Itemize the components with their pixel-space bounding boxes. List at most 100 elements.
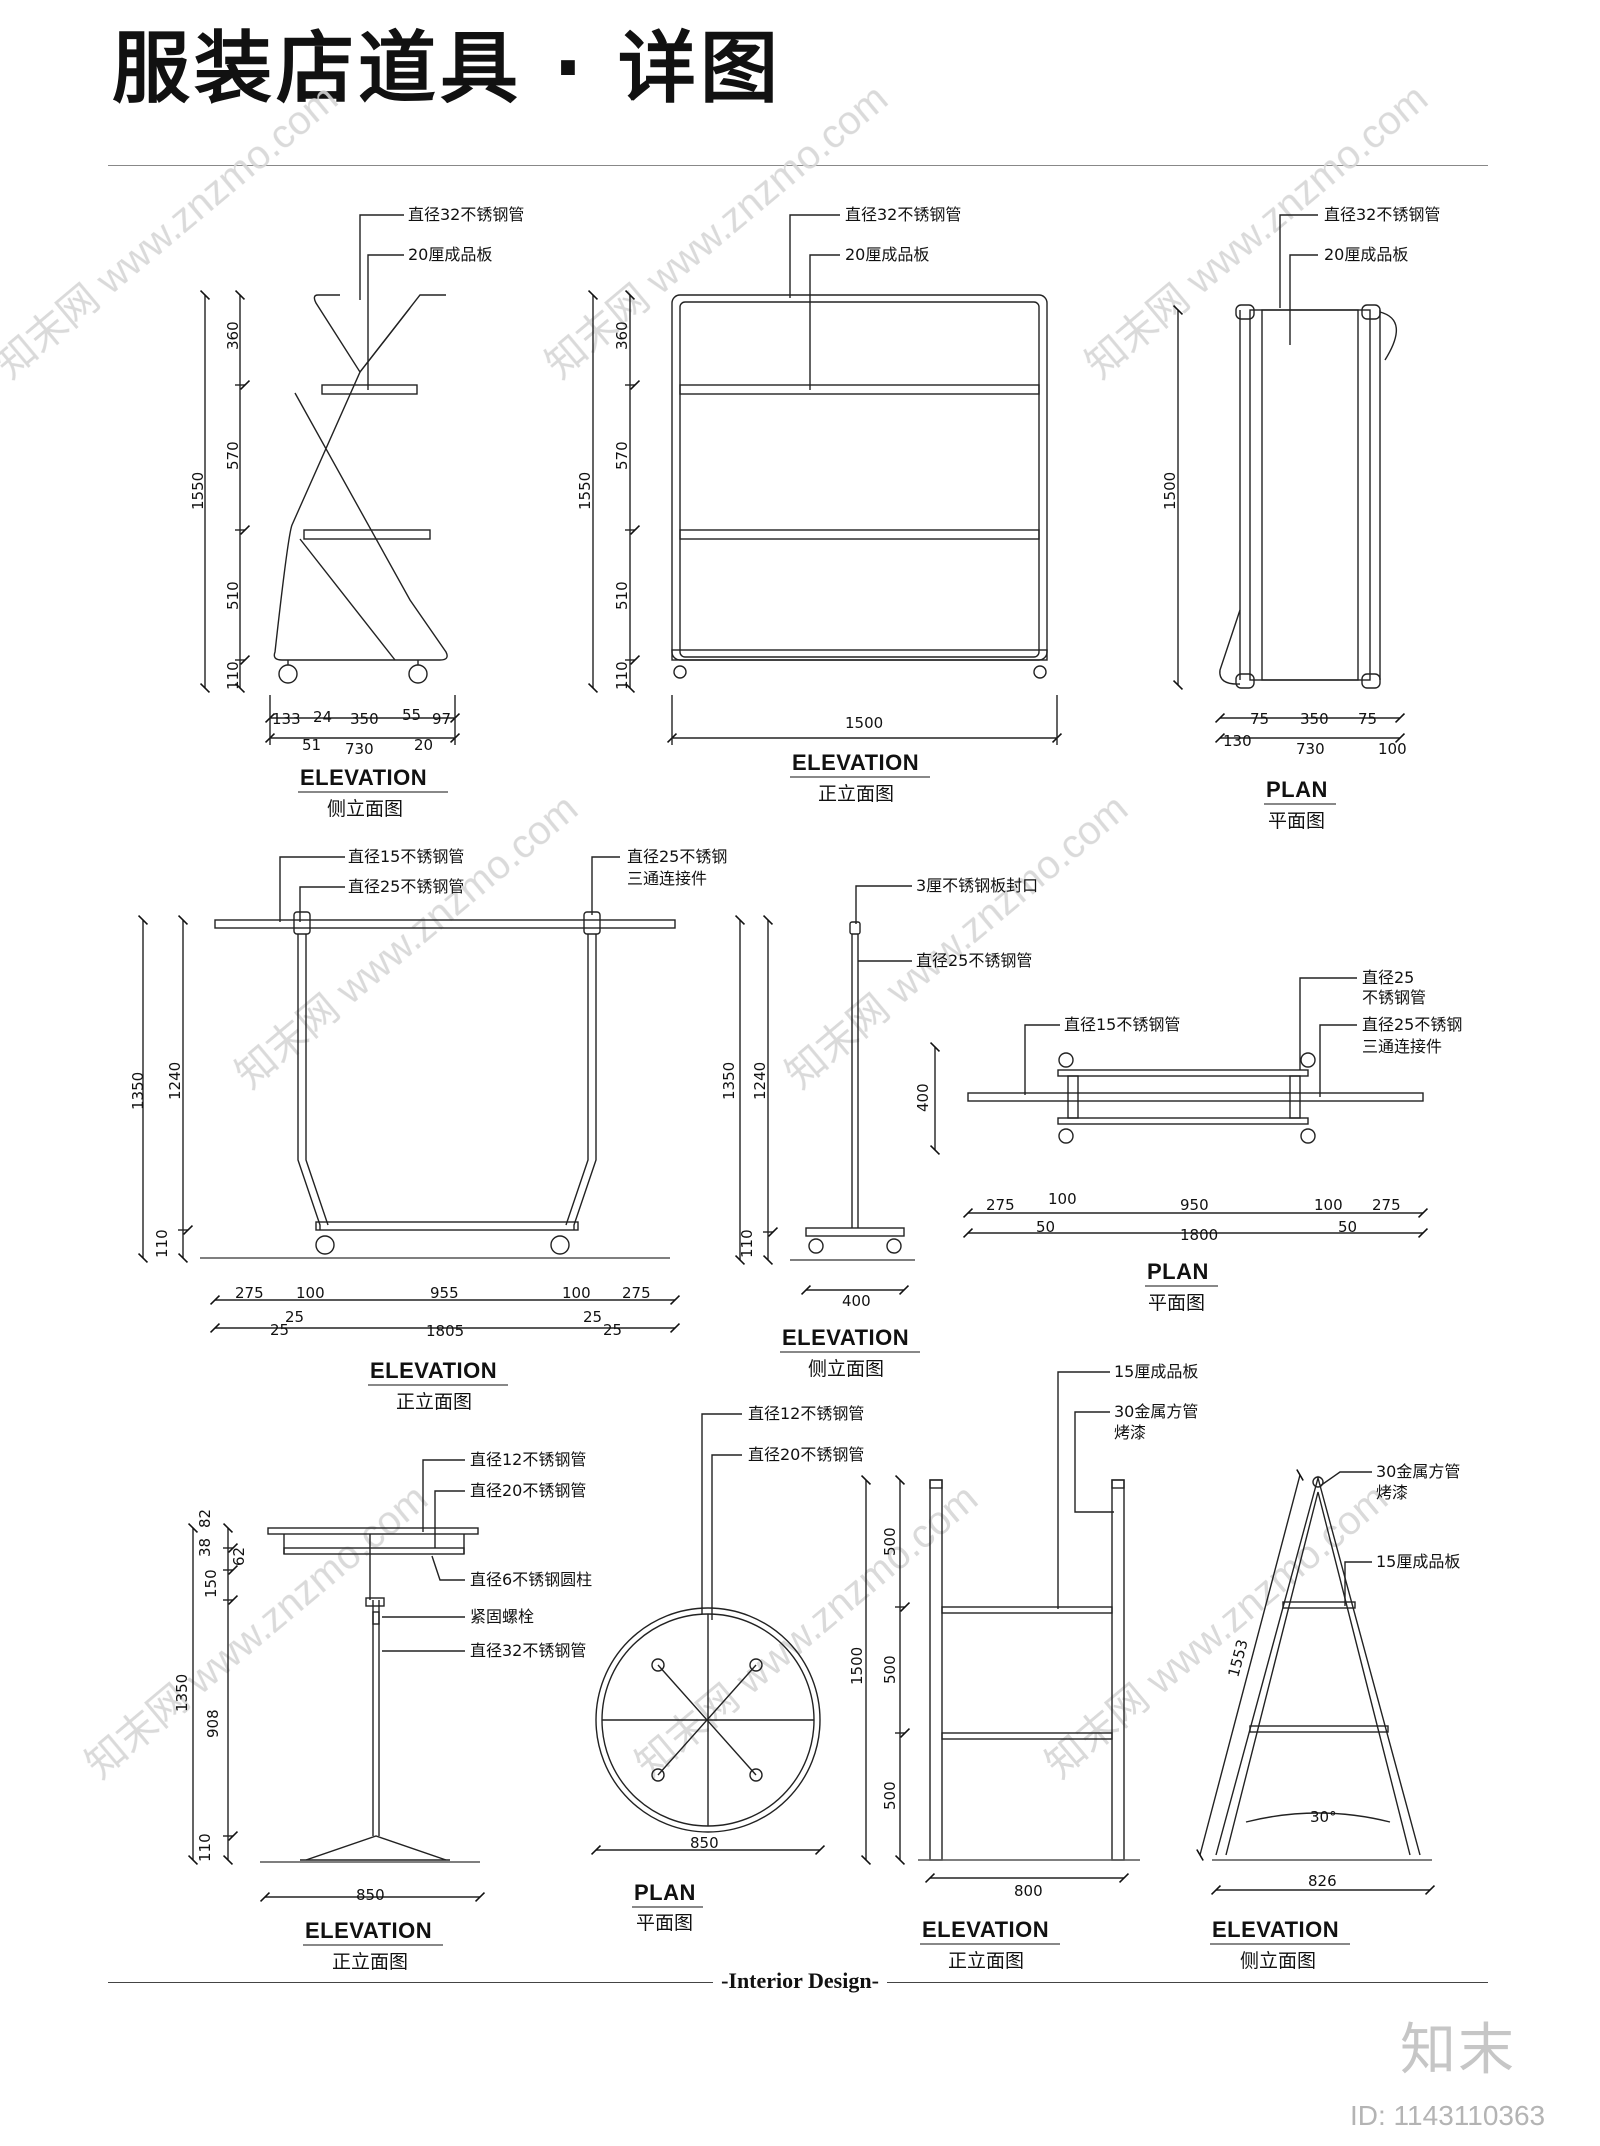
dim-p6: 100 (1048, 1190, 1077, 1208)
dim-p4: 100 (296, 1284, 325, 1302)
label-angle: 30° (1310, 1808, 1337, 1826)
label-pipe32: 直径32不锈钢管 (1324, 205, 1440, 224)
dim-p6: 950 (1180, 1196, 1209, 1214)
caption-cn: 侧立面图 (1240, 1950, 1316, 1972)
dim-p9: 500 (881, 1781, 899, 1810)
dim-p1: 97 (432, 710, 451, 728)
watermark: 知末网 www.znzmo.com (78, 1476, 437, 1787)
caption-en: ELEVATION (922, 1917, 1049, 1942)
dim-p4: 275 (235, 1284, 264, 1302)
caption-en: ELEVATION (370, 1358, 497, 1383)
panel-2-front-elevation (587, 214, 1063, 745)
label-tee25b: 三通连接件 (1362, 1037, 1442, 1056)
dim-p1: 20 (414, 736, 433, 754)
watermark: 知末网 www.znzmo.com (1078, 76, 1437, 387)
label-cap3: 3厘不锈钢板封口 (916, 876, 1038, 895)
dim-p4: 1805 (426, 1322, 464, 1340)
dim-p1: 133 (272, 710, 301, 728)
panel-7-front-elevation (187, 1459, 486, 1903)
label-pipe15: 直径15不锈钢管 (1064, 1015, 1180, 1034)
dim-p7: 82 (196, 1509, 214, 1528)
dim-p6: 1800 (1180, 1226, 1218, 1244)
dim-p9: 500 (881, 1655, 899, 1684)
dim-p1: 570 (224, 441, 242, 470)
label-square30b: 烤漆 (1376, 1483, 1408, 1502)
dim-p5: 1240 (751, 1062, 769, 1100)
caption-en: ELEVATION (1212, 1917, 1339, 1942)
caption-en: ELEVATION (792, 750, 919, 775)
caption-cn: 侧立面图 (808, 1358, 884, 1380)
dim-p6: 275 (1372, 1196, 1401, 1214)
caption-en: ELEVATION (782, 1325, 909, 1350)
dim-p6: 50 (1338, 1218, 1357, 1236)
label-pipe25: 直径25不锈钢管 (348, 877, 464, 896)
watermark: 知末网 www.znzmo.com (0, 76, 346, 387)
dim-p1: 1550 (189, 472, 207, 510)
dim-p6: 275 (986, 1196, 1015, 1214)
dim-p4: 25 (603, 1321, 622, 1339)
label-square30a: 30金属方管 (1114, 1402, 1198, 1421)
dim-p7: 150 (202, 1569, 220, 1598)
dim-p2: 570 (613, 441, 631, 470)
label-square30b: 烤漆 (1114, 1423, 1146, 1442)
panel-6-plan (929, 977, 1429, 1239)
label-pipe20: 直径20不锈钢管 (748, 1445, 864, 1464)
dim-p3: 75 (1250, 710, 1269, 728)
label-pipe32: 直径32不锈钢管 (470, 1641, 586, 1660)
footer-text: -Interior Design- (0, 1968, 1600, 1994)
dim-p5: 110 (738, 1229, 756, 1258)
dim-p4: 25 (285, 1308, 304, 1326)
dim-p1: 350 (350, 710, 379, 728)
page-title: 服装店道具 · 详图 (112, 24, 782, 114)
dim-p5: 400 (842, 1292, 871, 1310)
dim-p7: 38 (196, 1538, 214, 1557)
panel-5-side-elevation (734, 885, 915, 1296)
dim-p10: 826 (1308, 1872, 1337, 1890)
label-square30a: 30金属方管 (1376, 1462, 1460, 1481)
dim-p3: 730 (1296, 740, 1325, 758)
dim-p7: 110 (196, 1833, 214, 1862)
image-id: ID: 1143110363 (1350, 2100, 1546, 2131)
dim-p2: 1500 (845, 714, 883, 732)
dim-p2: 510 (613, 581, 631, 610)
dim-p4: 955 (430, 1284, 459, 1302)
caption-cn: 正立面图 (948, 1950, 1024, 1972)
dim-p7: 62 (230, 1547, 248, 1566)
dim-p1: 24 (313, 708, 332, 726)
watermark: 知末网 www.znzmo.com (778, 786, 1137, 1097)
label-pipe25: 直径25不锈钢管 (916, 951, 1032, 970)
dim-p3: 130 (1223, 732, 1252, 750)
dim-p4: 25 (270, 1321, 289, 1339)
dim-p2: 110 (613, 661, 631, 690)
dim-p3: 75 (1358, 710, 1377, 728)
caption-cn: 侧立面图 (327, 798, 403, 820)
dim-p6: 50 (1036, 1218, 1055, 1236)
panel-8-plan (590, 1413, 826, 1856)
dim-p4: 275 (622, 1284, 651, 1302)
label-rod6: 直径6不锈钢圆柱 (470, 1570, 592, 1589)
label-tee25b: 三通连接件 (627, 869, 707, 888)
dim-p1: 730 (345, 740, 374, 758)
dim-p3: 1500 (1161, 472, 1179, 510)
dim-p3: 350 (1300, 710, 1329, 728)
panel-4-front-elevation (137, 856, 681, 1334)
label-pipe25b: 不锈钢管 (1362, 988, 1426, 1007)
label-pipe20: 直径20不锈钢管 (470, 1481, 586, 1500)
dim-p7: 908 (204, 1709, 222, 1738)
label-board20: 20厘成品板 (845, 245, 929, 264)
caption-en: ELEVATION (305, 1918, 432, 1943)
label-pipe32: 直径32不锈钢管 (845, 205, 961, 224)
dim-p1: 51 (302, 736, 321, 754)
caption-en: PLAN (1147, 1259, 1209, 1284)
dim-p2: 360 (613, 321, 631, 350)
label-board20: 20厘成品板 (408, 245, 492, 264)
dim-p4: 110 (153, 1229, 171, 1258)
dim-p5: 1350 (720, 1062, 738, 1100)
dim-p1: 360 (224, 321, 242, 350)
watermark: 知末网 www.znzmo.com (1038, 1476, 1397, 1787)
panel-1-side-elevation (199, 214, 461, 745)
watermark: 知末网 www.znzmo.com (538, 76, 897, 387)
logo: 知末 (1400, 2018, 1516, 2083)
label-pipe25a: 直径25 (1362, 968, 1414, 987)
